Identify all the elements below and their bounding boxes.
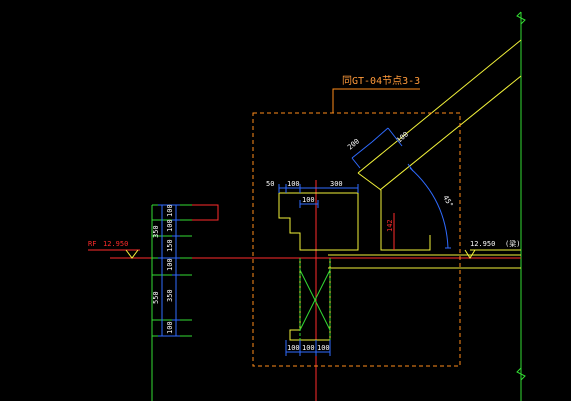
slab-lines: [328, 254, 521, 269]
dim-left-4: 150: [166, 239, 174, 252]
dim-slope-200: 200: [346, 137, 361, 151]
dim-left-7: 550: [152, 291, 160, 304]
elevation-left-value: 12.950: [103, 240, 128, 248]
dim-left-6: 350: [166, 289, 174, 302]
detail-callout-frame[interactable]: [252, 112, 461, 367]
elevation-mark-left: RF 12.950: [88, 240, 140, 259]
dim-top-50: 50: [266, 180, 274, 188]
left-dimension-chain: [158, 204, 180, 337]
dim-top-100: 100: [287, 180, 300, 188]
dim-bottom-1: 100: [287, 344, 300, 352]
dim-left-2: 100: [166, 219, 174, 232]
sloped-slab: [357, 39, 522, 191]
elevation-left-tag: RF: [88, 240, 96, 248]
bottom-dimensions: [285, 340, 331, 356]
left-block: [192, 204, 219, 221]
dim-bottom-2: 100: [302, 344, 315, 352]
dim-top-300: 300: [330, 180, 343, 188]
arc-tick-a: [407, 163, 414, 172]
dim-slope-angle: 45°: [441, 194, 454, 209]
elevation-right-value: 12.950: [470, 240, 495, 248]
detail-label: 同GT-04节点3-3: [342, 75, 420, 87]
slope-angle-arc: [409, 167, 449, 249]
elevation-right-note: (梁): [505, 239, 520, 248]
dim-left-3: 350: [152, 225, 160, 238]
dim-top-inner-100: 100: [302, 196, 315, 204]
elevation-mark-right: 12.950 (梁): [464, 239, 521, 259]
dim-142: 142: [386, 219, 394, 232]
dim-left-1: 100: [166, 204, 174, 217]
slope-dimensions: [351, 127, 403, 169]
top-dimensions: [278, 184, 359, 208]
right-column-line: [516, 11, 526, 401]
dim-left-8: 100: [166, 321, 174, 334]
dim-left-5: 100: [166, 258, 174, 271]
column-x-section: [299, 258, 331, 345]
dim-bottom-3: 100: [317, 344, 330, 352]
callout-leader: [332, 88, 420, 113]
